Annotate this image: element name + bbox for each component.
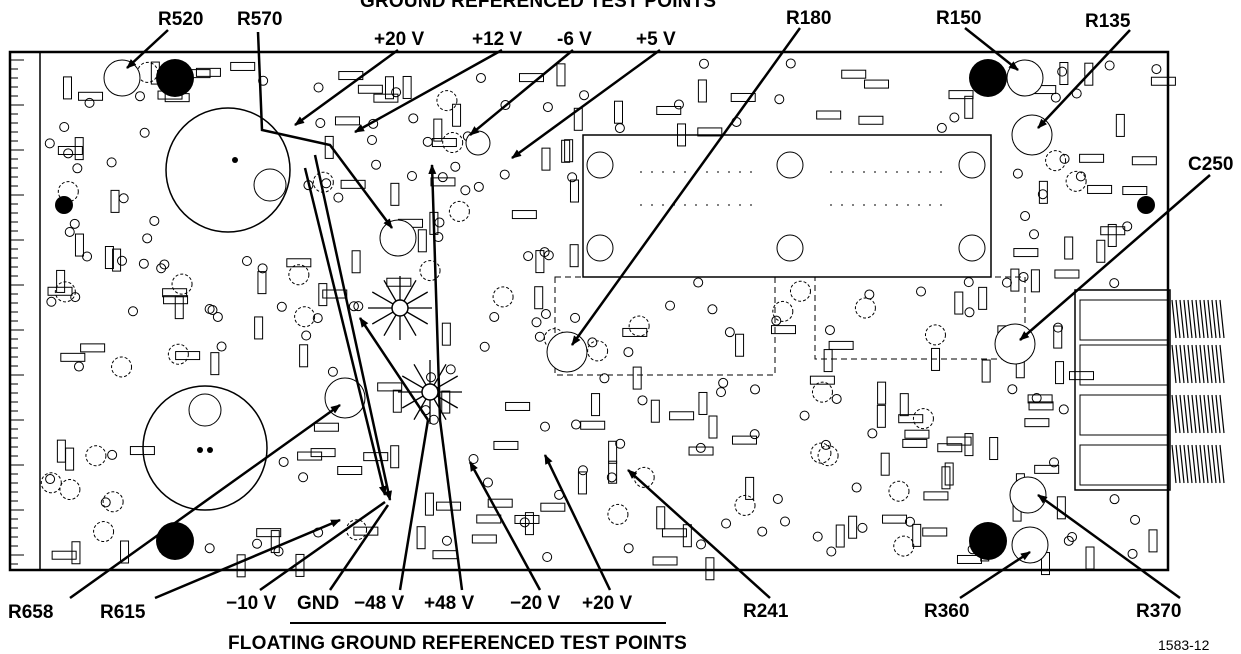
board-outline	[8, 50, 1170, 572]
volt-bottom-minus48: −48 V	[354, 593, 405, 614]
right-edge-connectors	[1074, 289, 1225, 491]
volt-bottom-plus48: +48 V	[424, 593, 475, 614]
ref-r570: R570	[237, 9, 283, 30]
volt-bottom-gnd: GND	[297, 593, 340, 614]
ref-r370: R370	[1136, 601, 1182, 622]
ref-r360: R360	[924, 601, 970, 622]
volt-top-plus5: +5 V	[636, 29, 676, 50]
volt-bottom-minus10: −10 V	[226, 593, 277, 614]
volt-bottom-plus20: +20 V	[582, 593, 633, 614]
figure-number: 1583-12	[1158, 637, 1210, 653]
marked-test-points	[103, 59, 1053, 564]
top-title: GROUND REFERENCED TEST POINTS	[360, 0, 717, 12]
bottom-title: FLOATING GROUND REFERENCED TEST POINTS	[228, 633, 688, 654]
volt-top-plus12: +12 V	[472, 29, 523, 50]
mounting-holes	[55, 59, 1155, 560]
edge-ruler	[10, 59, 24, 565]
volt-bottom-minus20: −20 V	[510, 593, 561, 614]
volt-top-plus20: +20 V	[374, 29, 425, 50]
ref-r658: R658	[8, 602, 54, 623]
ref-r150: R150	[936, 8, 982, 29]
ref-r520: R520	[158, 9, 204, 30]
volt-top-minus6: -6 V	[557, 29, 592, 50]
ref-r241: R241	[743, 601, 789, 622]
leader-lines	[69, 27, 1211, 600]
central-module	[554, 134, 1026, 376]
ref-r615: R615	[100, 602, 146, 623]
ref-r135: R135	[1085, 11, 1131, 32]
ref-c250: C250	[1188, 154, 1234, 175]
ref-r180: R180	[786, 8, 832, 29]
bottom-title-rule	[290, 622, 666, 624]
large-capacitors	[142, 107, 291, 511]
